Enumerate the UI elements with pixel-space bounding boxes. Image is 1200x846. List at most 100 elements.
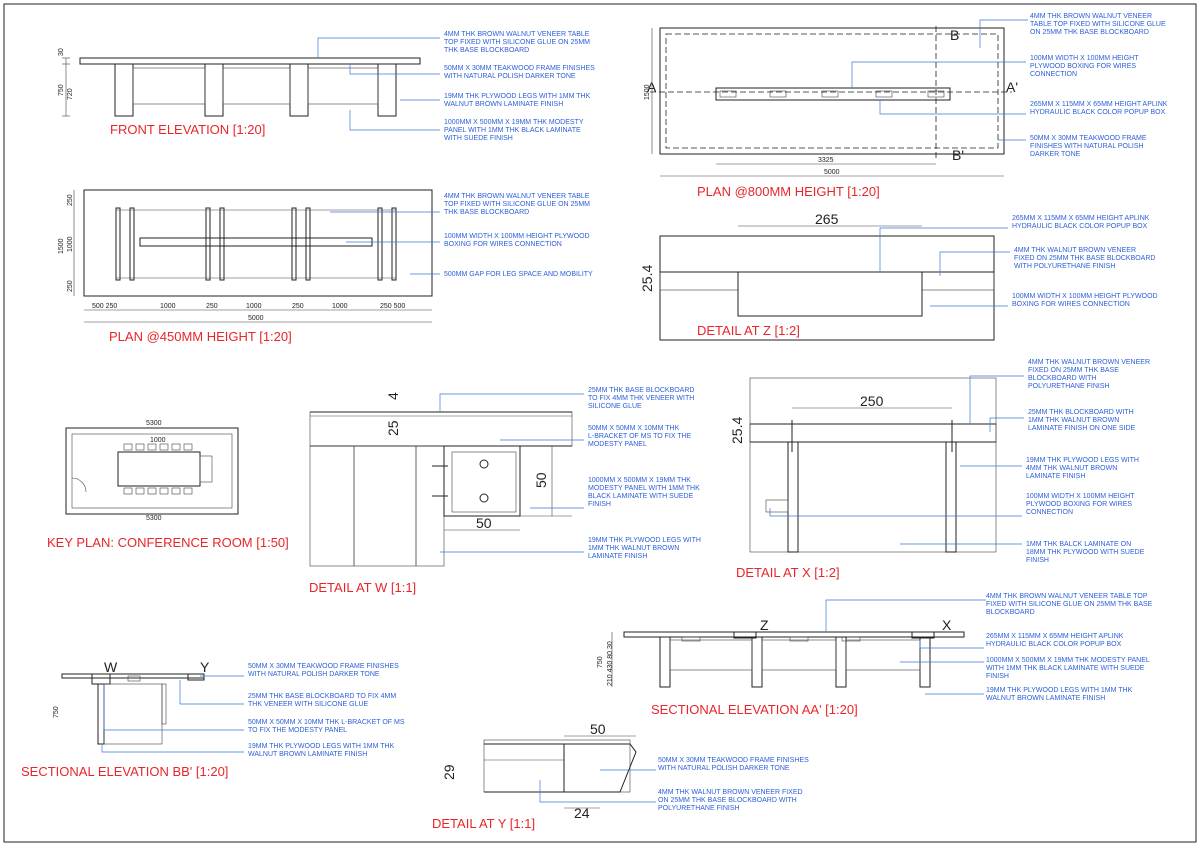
note-line: 1MM THK WALNUT BROWN	[1028, 417, 1119, 424]
plan450-seg: 1000	[160, 303, 176, 310]
note-line: LAMINATE FINISH	[1026, 473, 1085, 480]
front-dim-30: 30	[58, 48, 65, 56]
note-line: 100MM WIDTH X 100MM HEIGHT PLYWOOD	[1012, 293, 1158, 300]
plan450-dim-250-bottom: 250	[67, 280, 74, 292]
note-line: 1000MM X 500MM X 19MM THK MODESTY PANEL	[986, 657, 1150, 664]
note-line: CONNECTION	[1030, 71, 1077, 78]
note-line: WITH POLYURETHANE FINISH	[1014, 263, 1115, 270]
note-line: DARKER TONE	[1030, 151, 1081, 158]
note-line: FINISH	[588, 501, 611, 508]
note-line: 1000MM X 500MM X 19MM THK MODESTY	[444, 119, 584, 126]
note-line: TOP FIXED WITH SILICONE GLUE ON 25MM	[444, 39, 590, 46]
detailz-dim-265: 265	[815, 211, 839, 227]
note-line: TOP FIXED WITH SILICONE GLUE ON 25MM	[444, 201, 590, 208]
note-line: TABLE TOP FIXED WITH SILICONE GLUE	[1030, 21, 1166, 28]
note-line: 4MM THK BROWN WALNUT VENEER	[1030, 13, 1152, 20]
front-elevation: 30 750 720 4MM THK BROWN WALNUT VENEER T…	[58, 31, 595, 142]
note-line: WITH SUEDE FINISH	[444, 135, 513, 142]
detailw-dim-50v: 50	[533, 472, 549, 488]
note-line: PLYWOOD BOXING FOR WIRES	[1030, 63, 1136, 70]
note-line: 4MM THK WALNUT BROWN VENEER	[1014, 247, 1136, 254]
note-line: 50MM X 30MM TEAKWOOD FRAME FINISHES	[248, 663, 399, 670]
detail-z: 265 25.4 265MM X 115MM X 65MM HEIGHT APL…	[639, 211, 1158, 341]
plan450-dim-250-top: 250	[67, 194, 74, 206]
keyplan-dim: 1000	[150, 437, 166, 444]
sectional-elevation-bb: W Y 750 50MM X 30MM TEAKWOOD FRAME FINIS…	[21, 659, 405, 779]
section-marker-b-prime: B'	[952, 147, 964, 163]
plan800-dim-1500: 1500	[644, 84, 651, 100]
note-line: 4MM THK BROWN WALNUT VENEER TABLE	[444, 31, 590, 38]
sheet-border	[3, 3, 1197, 843]
note-line: HYDRAULIC BLACK COLOR POPUP BOX	[986, 641, 1122, 648]
note-line: WALNUT BROWN LAMINATE FINISH	[986, 695, 1105, 702]
note-line: FINISHES WITH NATURAL POLISH	[1030, 143, 1144, 150]
note-line: BOXING FOR WIRES CONNECTION	[444, 241, 562, 248]
note-line: SILICONE GLUE	[588, 403, 642, 410]
sectional-elevation-aa: 750 210 430 80 30 Z X 4MM THK BROWN WALN…	[597, 593, 1153, 717]
note-line: FINISH	[986, 673, 1009, 680]
note-line: PLYWOOD BOXING FOR WIRES	[1026, 501, 1132, 508]
plan450-seg: 250	[292, 303, 304, 310]
note-line: THK BASE BLOCKBOARD	[444, 209, 529, 216]
note-line: BLOCKBOARD	[986, 609, 1035, 616]
front-dim-750: 750	[58, 84, 65, 96]
detaily-dim-24: 24	[574, 805, 590, 821]
note-line: WALNUT BROWN LAMINATE FINISH	[248, 751, 367, 758]
plan450-dim-5000: 5000	[248, 315, 264, 322]
note-line: WITH NATURAL POLISH DARKER TONE	[248, 671, 380, 678]
note-line: 1MM THK WALNUT BROWN	[588, 545, 679, 552]
note-line: FIXED ON 25MM THK BASE BLOCKBOARD	[1014, 255, 1155, 262]
note-line: 4MM THK BROWN WALNUT VENEER TABLE	[444, 193, 590, 200]
plan450-seg: 250 500	[380, 303, 405, 310]
section-marker-z: Z	[760, 617, 769, 633]
note-line: 100MM WIDTH X 100MM HEIGHT	[1026, 493, 1135, 500]
front-dim-720: 720	[67, 88, 74, 100]
plan450-seg: 250	[206, 303, 218, 310]
plan450-seg: 1000	[332, 303, 348, 310]
section-marker-x: X	[942, 617, 952, 633]
sectbb-title: SECTIONAL ELEVATION BB' [1:20]	[21, 764, 228, 779]
detailw-dim-50h: 50	[476, 515, 492, 531]
note-line: LAMINATE FINISH ON ONE SIDE	[1028, 425, 1136, 432]
detailx-dim-254: 25.4	[729, 417, 745, 444]
detail-y: 50 29 24 50MM X 30MM TEAKWOOD FRAME FINI…	[432, 721, 809, 831]
section-marker-y: Y	[200, 659, 210, 675]
note-line: WALNUT BROWN LAMINATE FINISH	[444, 101, 563, 108]
note-line: 19MM THK PLYWOOD LEGS WITH	[1026, 457, 1139, 464]
note-line: 50MM X 30MM TEAKWOOD FRAME FINISHES	[444, 65, 595, 72]
section-marker-w: W	[104, 659, 118, 675]
note-line: POLYURETHANE FINISH	[1028, 383, 1110, 390]
note-line: 265MM X 115MM X 65MM HEIGHT APLINK	[986, 633, 1124, 640]
note-line: HYDRAULIC BLACK COLOR POPUP BOX	[1030, 109, 1166, 116]
note-line: 4MM THK WALNUT BROWN	[1026, 465, 1117, 472]
note-line: MODESTY PANEL	[588, 441, 647, 448]
sectaa-dim-stack: 210 430 80 30	[607, 641, 614, 686]
detailw-dim-4: 4	[385, 392, 401, 400]
detaily-title: DETAIL AT Y [1:1]	[432, 816, 535, 831]
note-line: POLYURETHANE FINISH	[658, 805, 740, 812]
note-line: CONNECTION	[1026, 509, 1073, 516]
detailx-title: DETAIL AT X [1:2]	[736, 565, 840, 580]
plan450-title: PLAN @450MM HEIGHT [1:20]	[109, 329, 292, 344]
note-line: FIXED WITH SILICONE GLUE ON 25MM THK BAS…	[986, 601, 1153, 608]
note-line: L-BRACKET OF MS TO FIX THE	[588, 433, 692, 440]
note-line: 50MM X 50MM X 10MM THK L-BRACKET OF MS	[248, 719, 405, 726]
note-line: BOXING FOR WIRES CONNECTION	[1012, 301, 1130, 308]
